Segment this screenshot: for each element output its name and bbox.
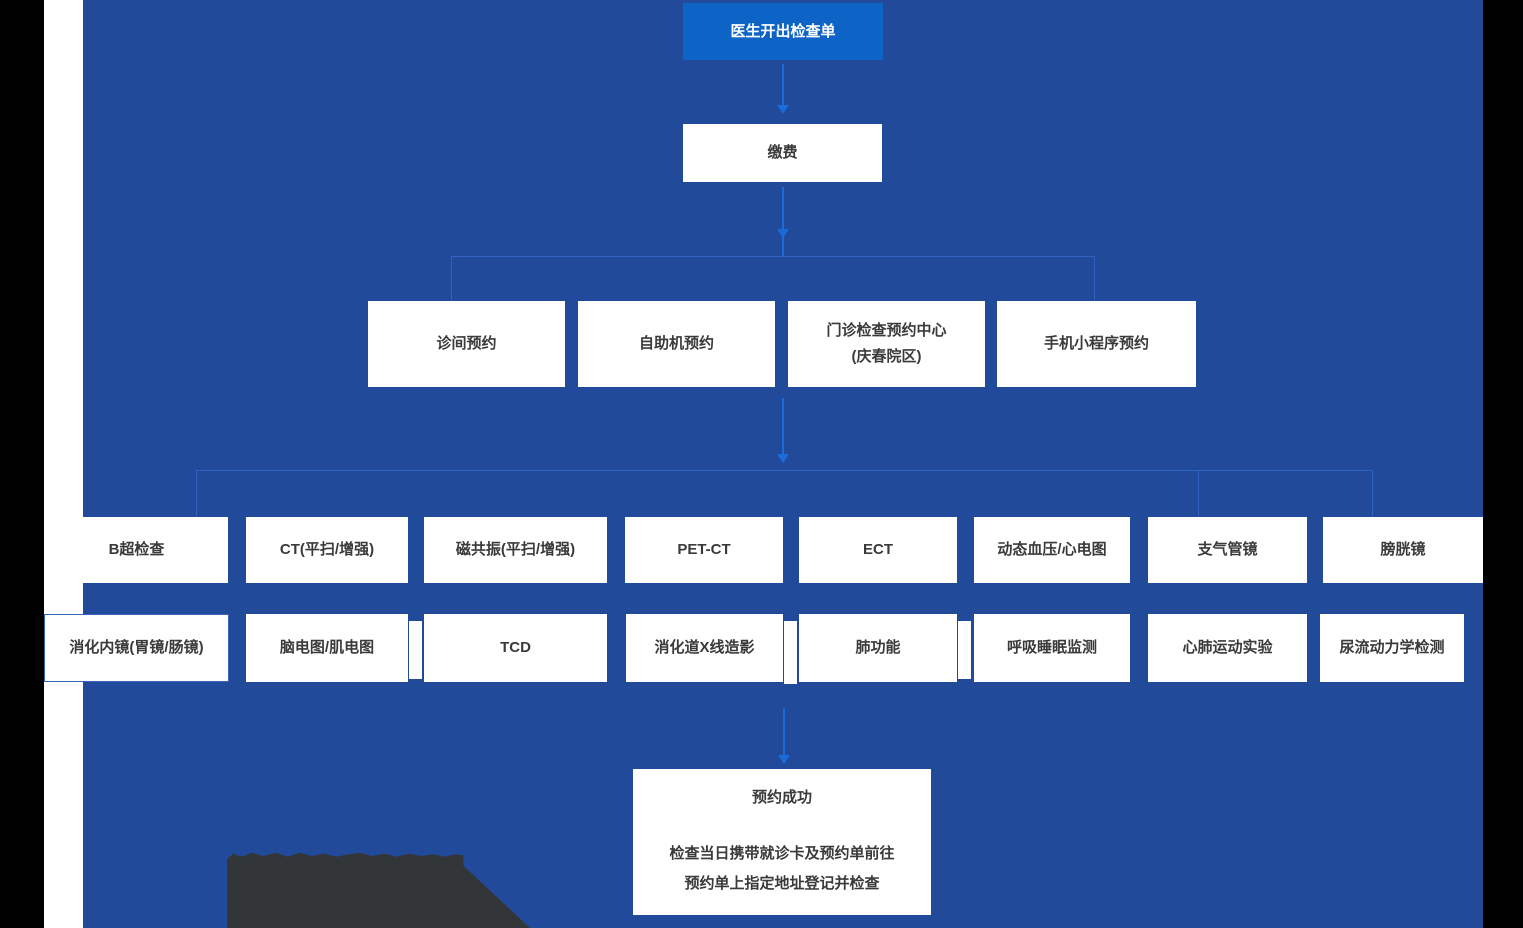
gap-filler: [409, 621, 422, 679]
arrow-line: [783, 708, 785, 755]
exam-box-lung-function: 肺功能: [799, 614, 957, 682]
exam-box-label: 脑电图/肌电图: [279, 639, 375, 656]
arrow-line: [782, 64, 784, 105]
exam-box-label: 支气管镜: [1197, 541, 1258, 558]
connector-line: [1372, 470, 1373, 517]
arrow-down-icon: [777, 105, 789, 114]
dark-silhouette-shape: [227, 852, 530, 928]
connector-line: [196, 470, 197, 517]
exam-box-ct: CT(平扫/增强): [246, 517, 408, 583]
exam-box-bp-ecg: 动态血压/心电图: [974, 517, 1130, 583]
payment-box-label: 缴费: [767, 144, 798, 161]
arrow-line: [782, 398, 784, 454]
exam-box-label: 呼吸睡眠监测: [1006, 639, 1097, 656]
exam-box-cardiopulmonary-exercise: 心肺运动实验: [1148, 614, 1307, 682]
gap-filler: [784, 621, 797, 684]
exam-box-label: 磁共振(平扫/增强): [455, 541, 576, 558]
success-instruction-line2: 预约单上指定地址登记并检查: [684, 875, 880, 892]
payment-box: 缴费: [683, 124, 882, 182]
start-box: 医生开出检查单: [683, 3, 883, 60]
exam-box-label: 心肺运动实验: [1182, 639, 1273, 656]
exam-box-ultrasound: B超检查: [45, 517, 228, 583]
exam-box-label: 尿流动力学检测: [1339, 639, 1445, 656]
exam-box-label: 消化内镜(胃镜/肠镜): [69, 639, 204, 656]
channel-box-appointment-center: 门诊检查预约中心 (庆春院区): [788, 301, 985, 387]
channel-box-label: 手机小程序预约: [1043, 335, 1149, 352]
success-box: 预约成功 检查当日携带就诊卡及预约单前往 预约单上指定地址登记并检查: [633, 769, 931, 915]
success-instruction-line1: 检查当日携带就诊卡及预约单前往: [669, 845, 895, 862]
exam-box-endoscopy: 消化内镜(胃镜/肠镜): [44, 614, 229, 682]
connector-line: [1094, 256, 1095, 301]
exam-box-label: 消化道X线造影: [654, 639, 755, 656]
exam-box-gi-xray: 消化道X线造影: [626, 614, 783, 682]
exam-box-sleep-monitoring: 呼吸睡眠监测: [974, 614, 1130, 682]
exam-box-bronchoscope: 支气管镜: [1148, 517, 1307, 583]
arrow-down-icon: [777, 454, 789, 463]
connector-line: [451, 256, 452, 301]
exam-box-label: ECT: [863, 541, 893, 558]
connector-line: [196, 470, 1373, 471]
exam-box-label: CT(平扫/增强): [279, 541, 375, 558]
success-box-content: 预约成功 检查当日携带就诊卡及预约单前往 预约单上指定地址登记并检查: [669, 785, 894, 899]
left-white-stripe: [44, 0, 83, 928]
exam-box-label: PET-CT: [677, 541, 731, 558]
exam-box-label: 肺功能: [855, 639, 901, 656]
exam-box-label: TCD: [500, 639, 531, 656]
channel-box-mini-program: 手机小程序预约: [997, 301, 1196, 387]
exam-box-pet-ct: PET-CT: [625, 517, 783, 583]
right-black-bar: [1483, 0, 1523, 928]
left-black-bar: [0, 0, 44, 928]
exam-box-mri: 磁共振(平扫/增强): [424, 517, 607, 583]
arrow-line: [782, 187, 784, 256]
channel-box-label: 门诊检查预约中心: [826, 322, 947, 339]
channel-box-label: 诊间预约: [436, 335, 497, 352]
exam-box-eeg-emg: 脑电图/肌电图: [246, 614, 408, 682]
exam-box-urodynamics: 尿流动力学检测: [1320, 614, 1464, 682]
connector-line: [1198, 470, 1199, 517]
channel-box-in-clinic: 诊间预约: [368, 301, 565, 387]
start-box-label: 医生开出检查单: [730, 22, 836, 40]
exam-box-label: 膀胱镜: [1380, 541, 1426, 558]
arrow-down-icon: [778, 755, 790, 764]
arrow-down-icon: [777, 229, 789, 238]
exam-box-tcd: TCD: [424, 614, 607, 682]
exam-box-cystoscope: 膀胱镜: [1323, 517, 1483, 583]
exam-box-ect: ECT: [799, 517, 957, 583]
connector-line: [451, 256, 1095, 257]
exam-box-label: 动态血压/心电图: [997, 541, 1107, 558]
channel-box-sublabel: (庆春院区): [851, 348, 922, 365]
gap-filler: [958, 621, 971, 679]
channel-box-self-service: 自助机预约: [578, 301, 775, 387]
channel-box-label: 自助机预约: [638, 335, 714, 352]
exam-box-label: B超检查: [108, 541, 165, 558]
success-title: 预约成功: [751, 789, 812, 806]
